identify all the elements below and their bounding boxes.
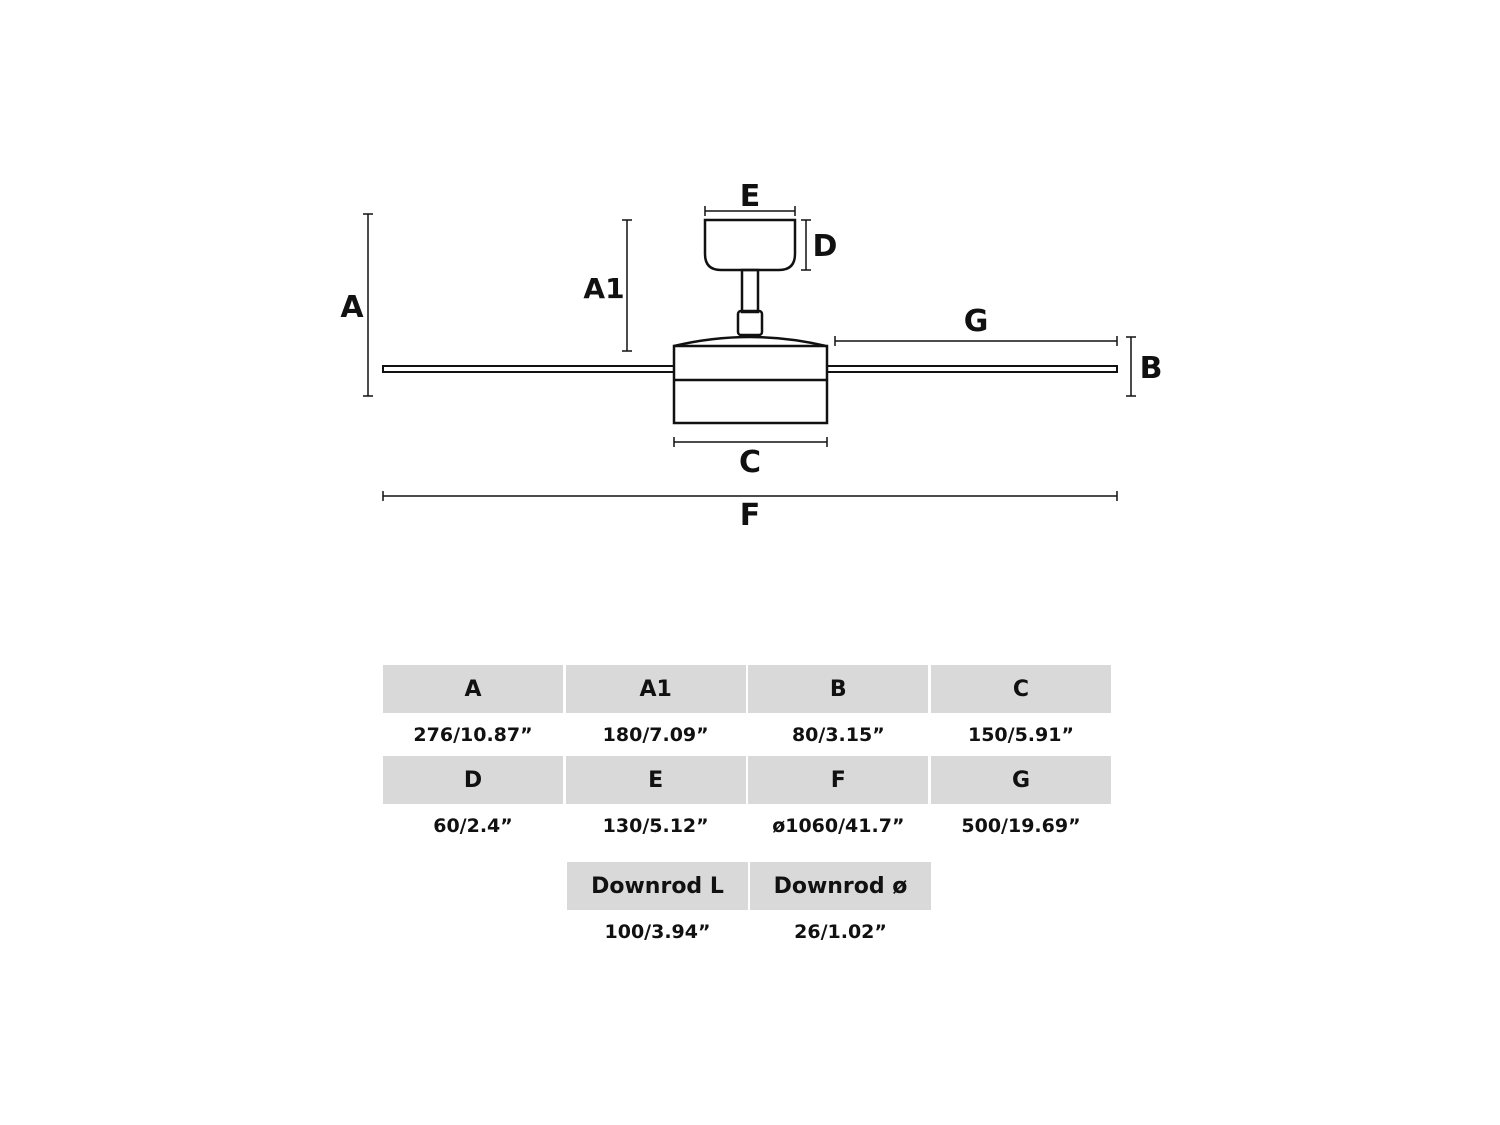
label-e: E [740, 179, 761, 214]
coupler-shape [736, 309, 764, 337]
value-cell-d: 60/2.4” [433, 814, 513, 837]
label-a: A [340, 290, 364, 325]
dimension-b-line [1126, 336, 1136, 397]
header-cell-c: C [930, 665, 1111, 713]
header-cell-a1: A1 [565, 665, 746, 713]
fan-dimension-diagram: A A1 E D G B C F [340, 179, 1163, 533]
header-cell-downrod-length: Downrod L [567, 862, 748, 910]
value-cell-downrod-length: 100/3.94” [604, 920, 711, 943]
header-cell-g: G [930, 756, 1111, 804]
value-cell-downrod-diameter: 26/1.02” [794, 920, 887, 943]
label-c: C [739, 445, 761, 480]
value-cell-g: 500/19.69” [961, 814, 1081, 837]
downrod-table: Downrod L Downrod ø 100/3.94” 26/1.02” [567, 862, 931, 953]
dimension-a1-line [622, 219, 632, 352]
table-row: D E F G [383, 756, 1113, 804]
left-blade-shape [382, 365, 675, 373]
label-g: G [964, 304, 989, 339]
dimension-d-line [801, 219, 811, 271]
right-blade-shape [826, 365, 1118, 373]
dimension-e-line [704, 206, 796, 216]
header-cell-e: E [565, 756, 746, 804]
label-a1: A1 [583, 272, 624, 305]
value-cell-c: 150/5.91” [967, 723, 1074, 746]
label-b: B [1140, 351, 1163, 386]
table-row: A A1 B C [383, 665, 1113, 713]
header-cell-b: B [748, 665, 929, 713]
dimension-c-line [673, 437, 828, 447]
table-row: 60/2.4” 130/5.12” ø1060/41.7” 500/19.69” [383, 804, 1113, 847]
header-cell-f: F [748, 756, 929, 804]
label-d: D [813, 229, 838, 264]
dimension-a-line [363, 213, 373, 397]
value-cell-a1: 180/7.09” [602, 723, 709, 746]
value-cell-b: 80/3.15” [791, 723, 885, 746]
canopy-shape [703, 218, 797, 272]
table-row: 100/3.94” 26/1.02” [567, 910, 931, 953]
header-cell-downrod-diameter: Downrod ø [750, 862, 931, 910]
motor-housing-shape [672, 344, 829, 425]
motor-dome-shape [673, 335, 827, 348]
dimension-g-line [834, 336, 1118, 346]
value-cell-a: 276/10.87” [413, 723, 533, 746]
table-row: 276/10.87” 180/7.09” 80/3.15” 150/5.91” [383, 713, 1113, 756]
header-cell-a: A [383, 665, 563, 713]
dimensions-table: A A1 B C 276/10.87” 180/7.09” 80/3.15” 1… [383, 665, 1113, 847]
dimension-f-line [382, 491, 1118, 501]
header-cell-d: D [383, 756, 563, 804]
label-f: F [740, 498, 761, 533]
value-cell-f: ø1060/41.7” [772, 814, 905, 837]
table-row: Downrod L Downrod ø [567, 862, 931, 910]
downrod-shape [740, 268, 760, 314]
value-cell-e: 130/5.12” [602, 814, 709, 837]
